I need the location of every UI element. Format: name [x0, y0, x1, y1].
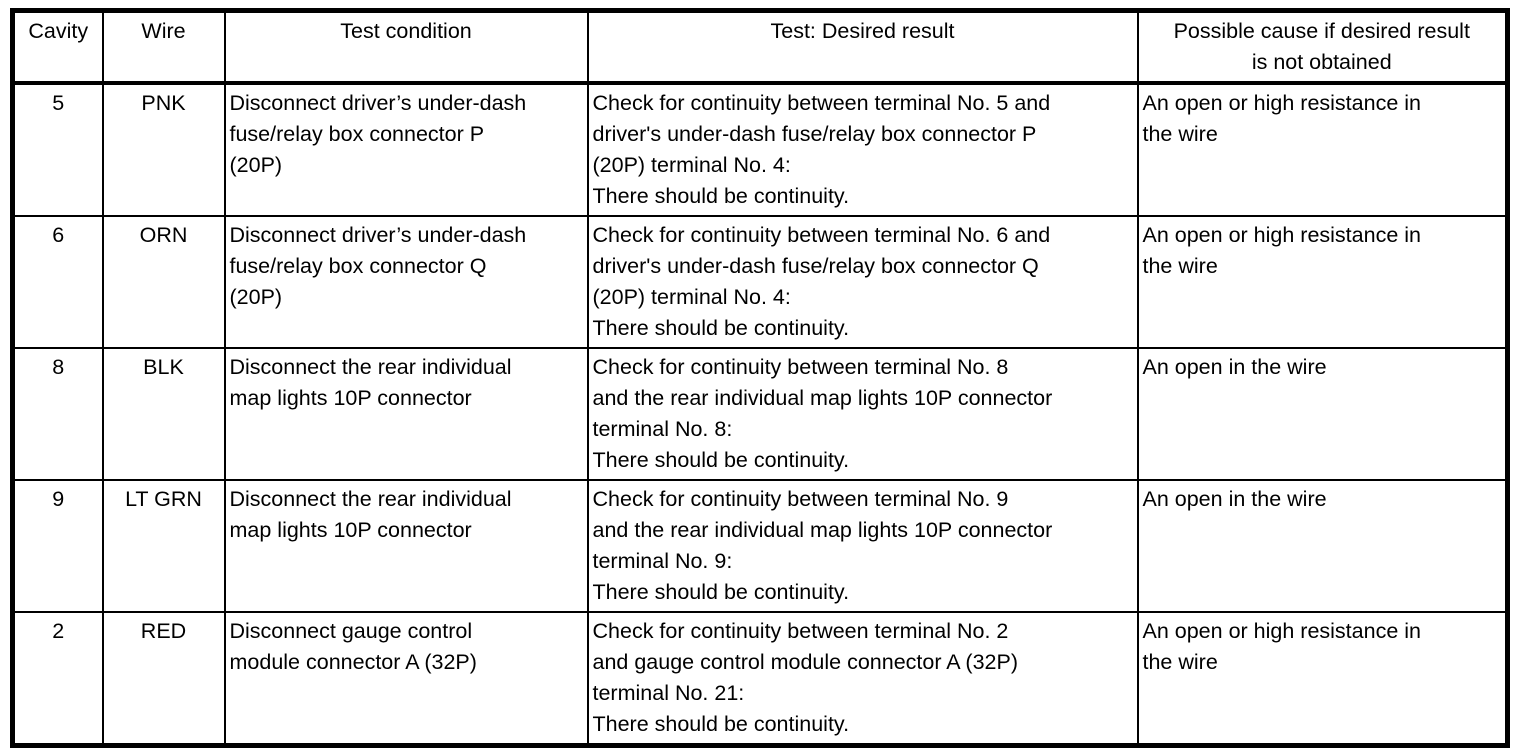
cell-cavity: 5 — [11, 82, 104, 217]
cell-desired-result: Check for continuity between terminal No… — [586, 82, 1139, 217]
header-desired-result: Test: Desired result — [586, 9, 1139, 85]
cell-desired-result: Check for continuity between terminal No… — [586, 479, 1139, 613]
cell-test-condition: Disconnect gauge control module connecto… — [223, 611, 589, 747]
cell-cavity: 2 — [11, 611, 104, 747]
cell-test-condition: Disconnect the rear individual map light… — [223, 347, 589, 481]
cell-wire: LT GRN — [101, 479, 226, 613]
cell-cavity: 9 — [11, 479, 104, 613]
cell-cavity: 6 — [11, 215, 104, 349]
cell-possible-cause: An open or high resistance in the wire — [1136, 611, 1509, 747]
troubleshooting-table: Cavity Wire Test condition Test: Desired… — [10, 8, 1510, 748]
header-test-condition: Test condition — [223, 9, 589, 85]
cell-test-condition: Disconnect driver’s under-dash fuse/rela… — [223, 82, 589, 217]
header-possible-cause: Possible cause if desired result is not … — [1136, 9, 1509, 85]
cell-desired-result: Check for continuity between terminal No… — [586, 215, 1139, 349]
cell-possible-cause: An open or high resistance in the wire — [1136, 215, 1509, 349]
header-row: Cavity Wire Test condition Test: Desired… — [11, 9, 1509, 85]
header-wire: Wire — [101, 9, 226, 85]
cell-test-condition: Disconnect the rear individual map light… — [223, 479, 589, 613]
cell-cavity: 8 — [11, 347, 104, 481]
cell-possible-cause: An open in the wire — [1136, 479, 1509, 613]
manual-page: Cavity Wire Test condition Test: Desired… — [10, 8, 1510, 748]
cell-wire: ORN — [101, 215, 226, 349]
cell-wire: PNK — [101, 82, 226, 217]
cell-wire: BLK — [101, 347, 226, 481]
cell-possible-cause: An open in the wire — [1136, 347, 1509, 481]
cell-wire: RED — [101, 611, 226, 747]
cell-desired-result: Check for continuity between terminal No… — [586, 611, 1139, 747]
header-cavity: Cavity — [11, 9, 104, 85]
cell-possible-cause: An open or high resistance in the wire — [1136, 82, 1509, 217]
cell-desired-result: Check for continuity between terminal No… — [586, 347, 1139, 481]
cell-test-condition: Disconnect driver’s under-dash fuse/rela… — [223, 215, 589, 349]
